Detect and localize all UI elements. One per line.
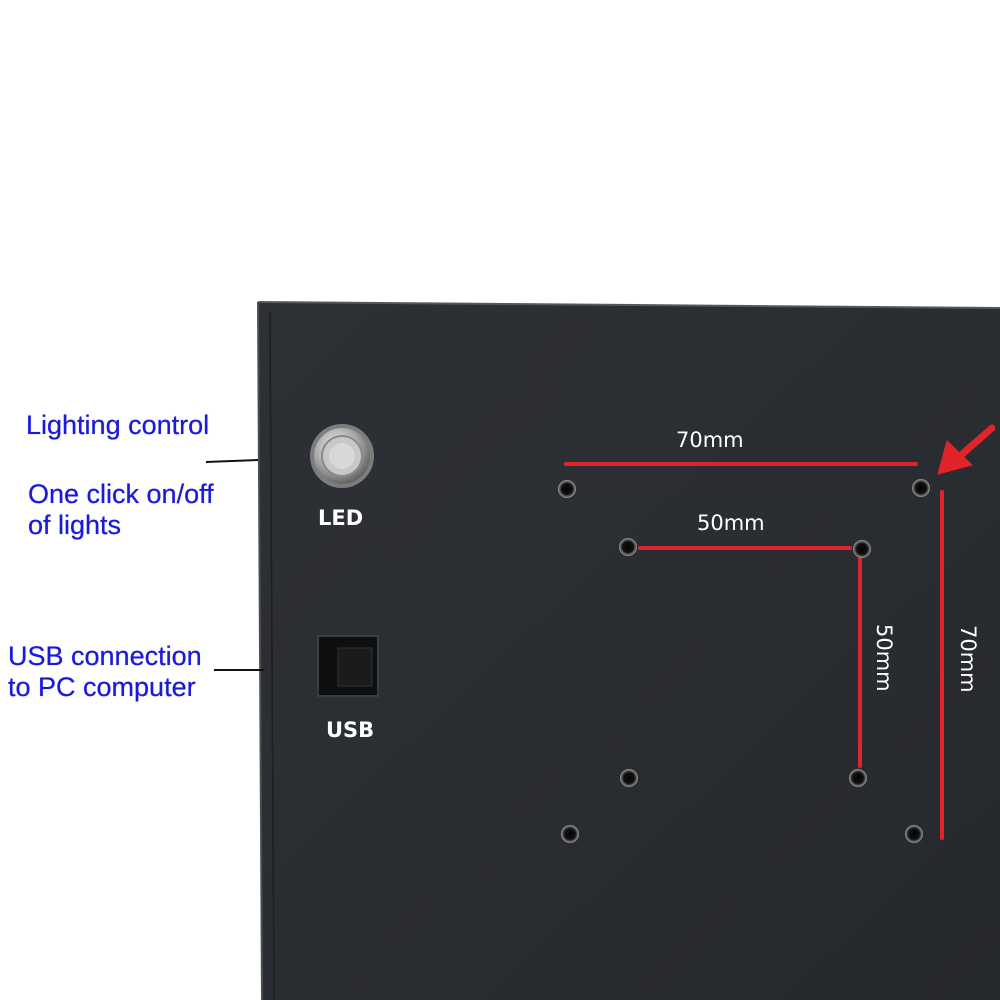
usb-port-icon bbox=[317, 635, 379, 697]
mount-hole bbox=[561, 825, 579, 843]
mount-hole bbox=[619, 538, 637, 556]
outer-height-label: 70mm bbox=[956, 625, 980, 693]
lighting-control-title: Lighting control bbox=[26, 410, 210, 440]
pointer-arrow-icon bbox=[937, 424, 996, 475]
mount-hole bbox=[558, 480, 576, 498]
device-panel bbox=[257, 301, 1000, 1000]
mount-hole bbox=[912, 479, 930, 497]
mount-hole bbox=[905, 825, 923, 843]
mount-hole bbox=[620, 769, 638, 787]
mount-hole bbox=[849, 769, 867, 787]
mounting-holes bbox=[558, 479, 930, 843]
led-button-icon bbox=[310, 424, 374, 488]
inner-width-label: 50mm bbox=[697, 511, 765, 535]
lighting-control-desc-line2: of lights bbox=[28, 510, 122, 540]
usb-connection-line2: to PC computer bbox=[8, 672, 196, 702]
usb-connection-line1: USB connection bbox=[8, 641, 202, 671]
measure-lines bbox=[564, 462, 944, 840]
outer-width-label: 70mm bbox=[676, 428, 744, 452]
usb-label: USB bbox=[326, 718, 375, 742]
lighting-control-desc-line1: One click on/off bbox=[28, 479, 214, 509]
mount-hole bbox=[853, 540, 871, 558]
lighting-leader-line bbox=[205, 459, 259, 463]
inner-height-label: 50mm bbox=[872, 624, 896, 692]
led-label: LED bbox=[318, 506, 364, 530]
